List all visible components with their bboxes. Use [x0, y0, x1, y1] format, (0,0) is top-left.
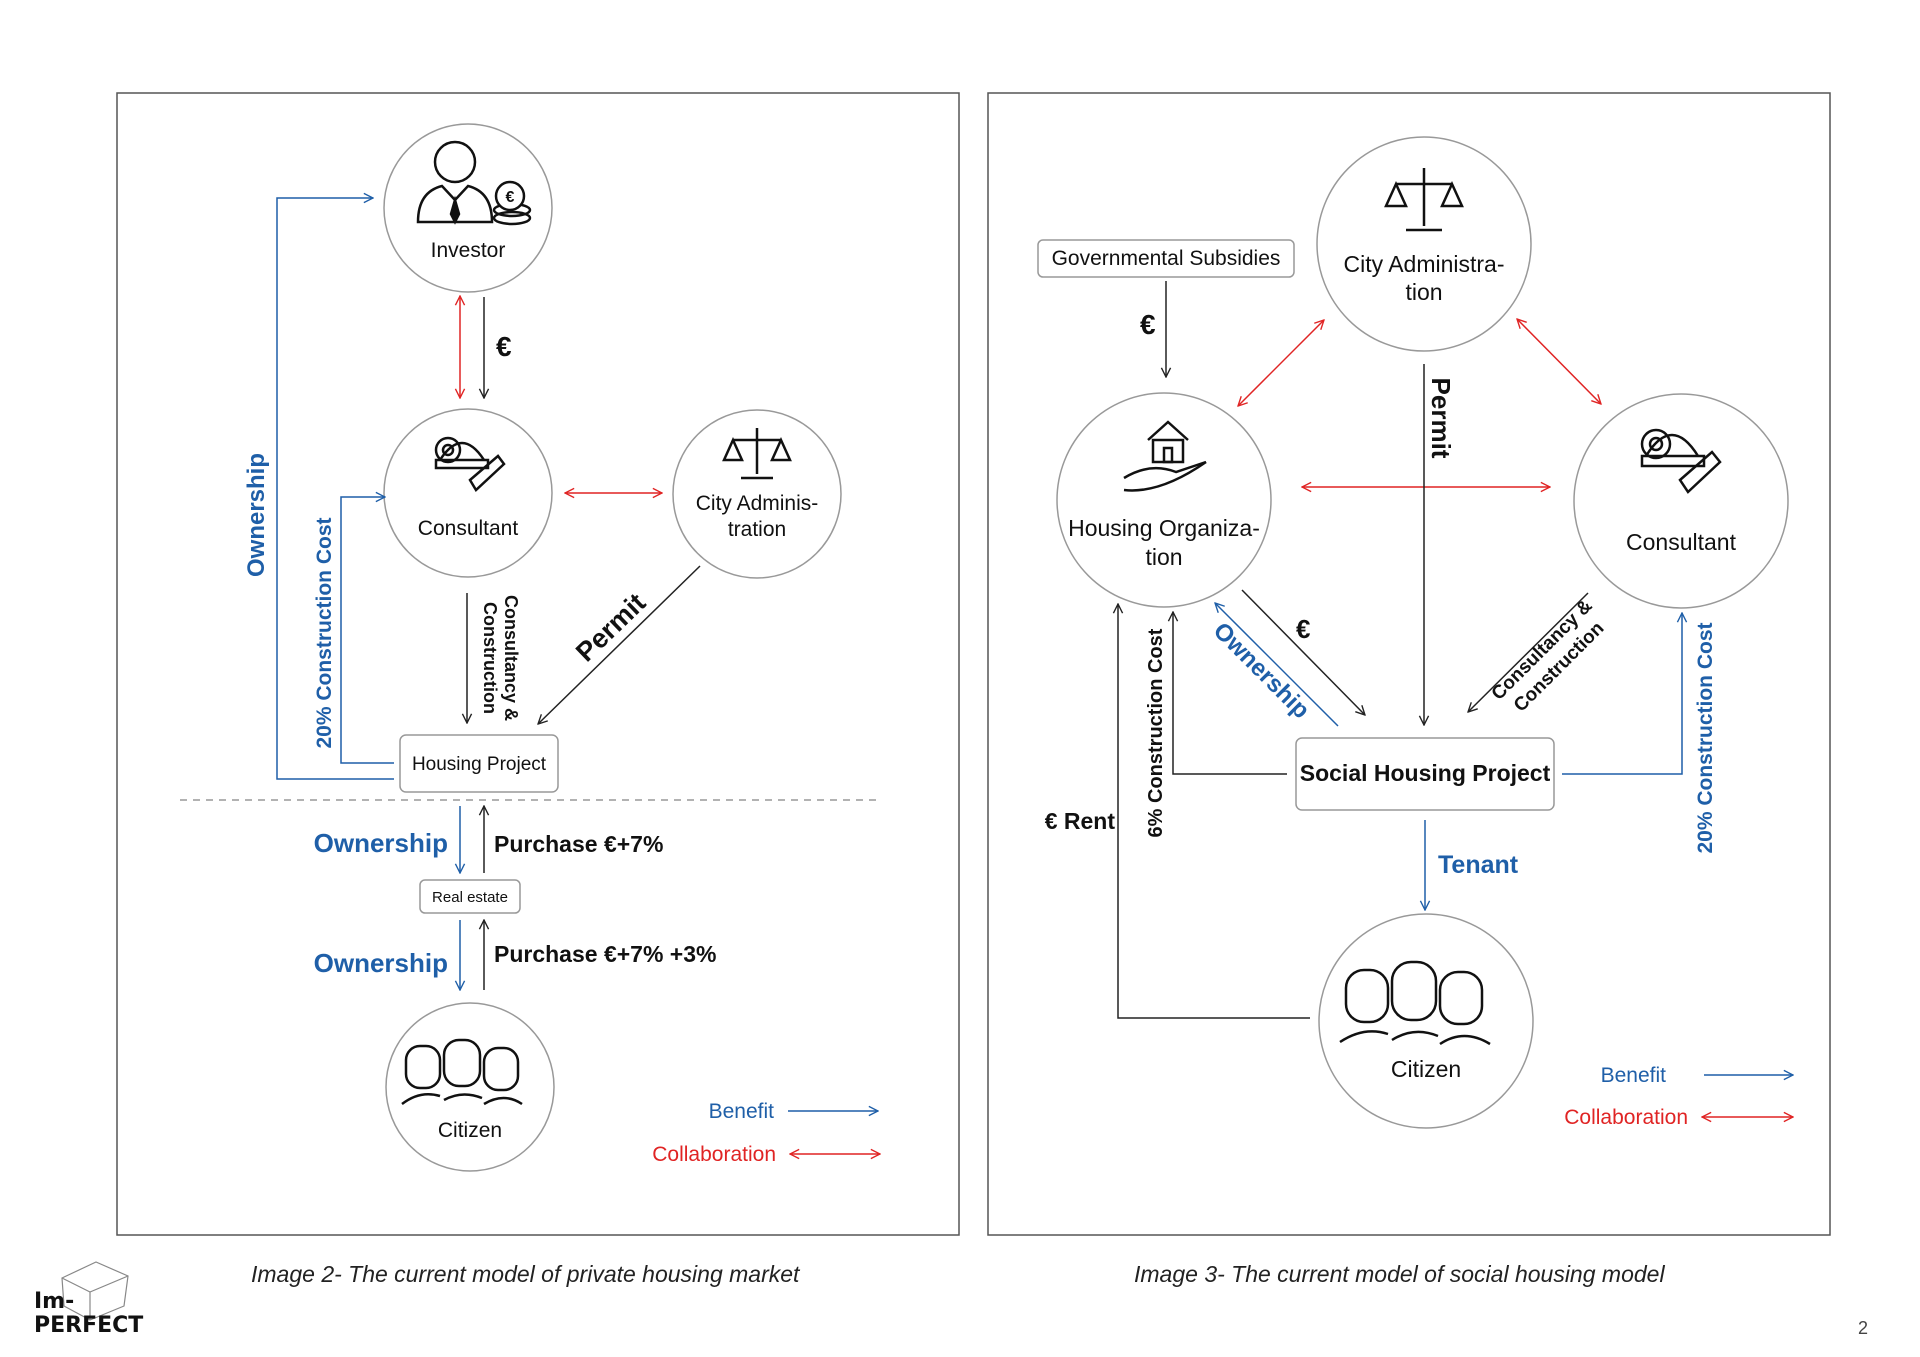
construction-cost-benefit-line: [340, 497, 394, 764]
investor-node: € Investor: [383, 123, 553, 293]
project-to-org-construction-line: [1173, 612, 1287, 775]
construction-cost-6-label: 6% Construction Cost: [1145, 628, 1167, 837]
right-panel-frame: [987, 92, 1831, 1236]
ownership-vertical-label: Ownership: [243, 453, 270, 577]
investor-label: Investor: [431, 239, 506, 262]
legend-benefit-label-right: Benefit: [1601, 1064, 1667, 1087]
housing-org-node: Housing Organiza- tion: [1056, 392, 1272, 608]
people-icon: [1339, 960, 1491, 1046]
consultant-node-right: Consultant: [1573, 393, 1789, 609]
tenant-label: Tenant: [1438, 851, 1519, 879]
real-estate-label: Real estate: [432, 889, 508, 906]
ownership-label-1: Ownership: [314, 828, 448, 858]
logo-line-2: PERFECT: [34, 1313, 144, 1338]
euro-label-left: €: [496, 331, 512, 362]
project-to-org-ownership-arrow: [1215, 603, 1339, 727]
ownership-benefit-line: [276, 198, 394, 780]
city-admin-node-right: City Administra- tion: [1316, 136, 1532, 352]
ownership-label-2: Ownership: [314, 948, 448, 978]
euro-top-label-right: €: [1140, 309, 1156, 340]
svg-text:€: €: [506, 189, 515, 206]
house-hand-icon: [1123, 420, 1207, 492]
consultant-to-project-arrow-right: [1468, 592, 1589, 712]
purchase-label-1: Purchase €+7%: [494, 831, 663, 857]
legend-collab-label-left: Collaboration: [652, 1143, 776, 1166]
subsidies-label: Governmental Subsidies: [1052, 247, 1281, 270]
logo: Im- PERFECT: [34, 1290, 143, 1338]
legend-left: Benefit Collaboration: [652, 1100, 880, 1166]
consultant-icon: [434, 436, 506, 492]
consultant-icon: [1640, 428, 1722, 494]
consultancy-label-left-1: Consultancy &: [501, 595, 521, 721]
org-to-project-arrow: [1241, 589, 1365, 715]
city-admin-label-right-2: tion: [1405, 279, 1442, 305]
euro-mid-label-right: €: [1296, 614, 1310, 644]
construction-cost-20-label-right: 20% Construction Cost: [1694, 622, 1717, 853]
construction-cost-label-left: 20% Construction Cost: [313, 517, 336, 748]
consultancy-label-left-2: Construction: [480, 602, 500, 714]
real-estate-node: Real estate: [419, 879, 521, 914]
city-admin-node-left: City Adminis- tration: [672, 409, 842, 579]
logo-cube-icon: [61, 1261, 129, 1321]
housing-project-node: Housing Project: [399, 734, 559, 793]
citizen-node-left: Citizen: [385, 1002, 555, 1172]
project-to-consultant-construction-line: [1562, 613, 1682, 775]
page-number: 2: [1858, 1318, 1869, 1338]
citizen-node-right: Citizen: [1318, 913, 1534, 1129]
scales-icon: [1384, 168, 1464, 232]
city-admin-label-left-2: tration: [728, 518, 786, 541]
social-project-node: Social Housing Project: [1295, 737, 1555, 811]
city-consultant-collab-arrow: [1517, 319, 1601, 404]
legend-right: Benefit Collaboration: [1564, 1064, 1793, 1129]
caption-left: Image 2- The current model of private ho…: [251, 1261, 800, 1287]
housing-project-label: Housing Project: [412, 754, 547, 775]
logo-line-1: Im-: [34, 1289, 75, 1314]
subsidies-node: Governmental Subsidies: [1037, 239, 1295, 278]
citizen-label-left: Citizen: [438, 1119, 502, 1142]
investor-icon: €: [416, 140, 532, 226]
legend-benefit-label-left: Benefit: [709, 1100, 775, 1123]
citizen-label-right: Citizen: [1391, 1056, 1461, 1082]
social-project-label: Social Housing Project: [1300, 760, 1551, 786]
purchase-label-2: Purchase €+7% +3%: [494, 941, 716, 967]
caption-right: Image 3- The current model of social hou…: [1134, 1261, 1665, 1287]
scales-icon: [722, 428, 792, 480]
legend-collab-label-right: Collaboration: [1564, 1106, 1688, 1129]
left-panel-frame: [116, 92, 960, 1236]
citizen-to-org-rent-line: [1118, 604, 1310, 1019]
consultant-label-right: Consultant: [1626, 529, 1737, 555]
org-city-collab-arrow: [1238, 320, 1324, 406]
consultant-label-left: Consultant: [418, 517, 519, 540]
city-admin-label-left-1: City Adminis-: [696, 492, 819, 515]
housing-org-label-1: Housing Organiza-: [1068, 515, 1260, 541]
people-icon: [401, 1038, 523, 1106]
permit-label-right: Permit: [1426, 378, 1456, 459]
city-to-project-permit-arrow: [538, 565, 701, 724]
consultant-node-left: Consultant: [383, 408, 553, 578]
city-admin-label-right-1: City Administra-: [1343, 251, 1504, 277]
housing-org-label-2: tion: [1145, 544, 1182, 570]
rent-label: € Rent: [1045, 808, 1116, 834]
permit-label-left: Permit: [570, 588, 651, 668]
